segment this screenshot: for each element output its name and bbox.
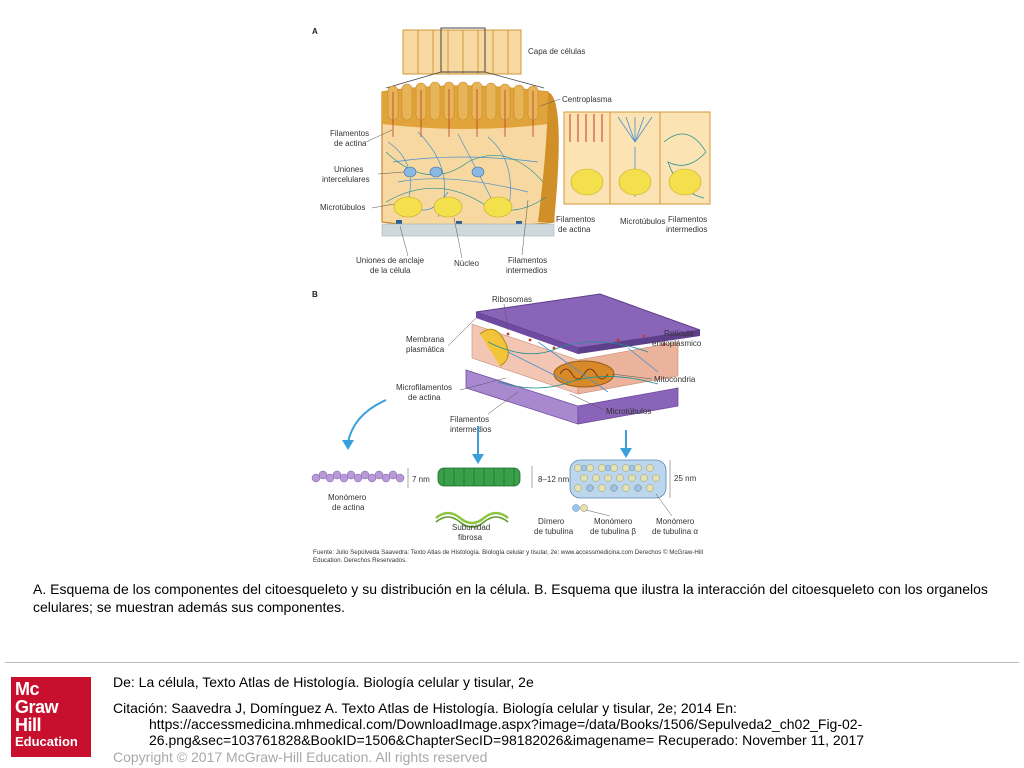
logo-line-graw: Graw: [15, 697, 59, 717]
label-r-filamentos-actina: Filamentos: [556, 215, 595, 224]
reference-citation: Citación: Saavedra J, Domínguez A. Texto…: [113, 700, 737, 716]
label-filamentos-intermedios-b-2: intermedios: [450, 425, 491, 434]
reference-from: De: La célula, Texto Atlas de Histología…: [113, 674, 534, 690]
actin-filament: [311, 470, 405, 483]
label-r-filamentos-intermedios-2: intermedios: [666, 225, 707, 234]
label-microfilamentos-actina-2: de actina: [408, 393, 441, 402]
label-nucleo: Núcleo: [454, 259, 479, 268]
label-reticulo: Retículo: [664, 329, 694, 338]
label-monomero-beta-2: de tubulina β: [590, 527, 636, 536]
logo-line-education: Education: [15, 734, 78, 749]
label-filamentos-intermedios-b: Filamentos: [450, 415, 489, 424]
microtubule: [569, 459, 667, 512]
label-ribosomas: Ribosomas: [492, 295, 532, 304]
label-filamentos-intermedios-a: Filamentos: [508, 256, 547, 265]
reference-url-line-1[interactable]: https://accessmedicina.mhmedical.com/Dow…: [149, 716, 863, 732]
label-r-microtubulos: Microtúbulos: [620, 217, 665, 226]
label-microtubulos-a: Microtúbulos: [320, 203, 365, 212]
label-7nm: 7 nm: [412, 475, 430, 484]
intermediate-filament: [435, 467, 521, 528]
label-uniones-intercelulares-2: intercelulares: [322, 175, 370, 184]
label-capa-celulas: Capa de células: [528, 47, 585, 56]
panel-b-letter: B: [312, 290, 318, 299]
figure-caption: A. Esquema de los componentes del citoes…: [33, 581, 988, 615]
label-filamentos-intermedios-a-2: intermedios: [506, 266, 547, 275]
label-subunidad-fibrosa-2: fibrosa: [458, 533, 483, 542]
label-reticulo-2: endoplásmico: [652, 339, 702, 348]
label-uniones-intercelulares: Uniones: [334, 165, 363, 174]
reference-block: De: La célula, Texto Atlas de Histología…: [113, 674, 1003, 765]
logo-line-hill: Hill: [15, 715, 42, 735]
cytoskeleton-figure: A: [308, 22, 712, 562]
copyright-notice: Copyright © 2017 McGraw-Hill Education. …: [113, 749, 488, 765]
label-8-12nm: 8–12 nm: [538, 475, 569, 484]
cell-layer-strip: [402, 27, 522, 75]
label-dimero-tubulina-2: de tubulina: [534, 527, 574, 536]
organelle-block: [465, 293, 701, 425]
label-monomero-actina: Monómero: [328, 493, 367, 502]
label-membrana-plasmatica: Membrana: [406, 335, 445, 344]
label-25nm: 25 nm: [674, 474, 697, 483]
label-microfilamentos-actina: Microfilamentos: [396, 383, 452, 392]
label-monomero-alpha-2: de tubulina α: [652, 527, 698, 536]
label-r-filamentos-actina-2: de actina: [558, 225, 591, 234]
label-monomero-alpha: Monómero: [656, 517, 695, 526]
cytoskeleton-diagram: A: [311, 27, 711, 542]
label-monomero-beta: Monómero: [594, 517, 633, 526]
column-cells-right: [563, 111, 711, 205]
label-filamentos-actina: Filamentos: [330, 129, 369, 138]
label-dimero-tubulina: Dímero: [538, 517, 565, 526]
label-subunidad-fibrosa: Subunidad: [452, 523, 490, 532]
label-microtubulos-b: Microtúbulos: [606, 407, 651, 416]
label-filamentos-actina-2: de actina: [334, 139, 367, 148]
down-arrows: [347, 399, 627, 456]
panel-a-letter: A: [312, 27, 318, 36]
epithelial-cell-block: [381, 81, 559, 237]
logo-line-mc: Mc: [15, 679, 40, 699]
reference-url-line-2[interactable]: 26.png&sec=103761828&BookID=1506&Chapter…: [149, 732, 865, 748]
label-uniones-anclaje-2: de la célula: [370, 266, 411, 275]
label-uniones-anclaje: Uniones de anclaje: [356, 256, 425, 265]
label-centroplasma: Centroplasma: [562, 95, 612, 104]
label-r-filamentos-intermedios: Filamentos: [668, 215, 707, 224]
label-membrana-plasmatica-2: plasmática: [406, 345, 445, 354]
figure-source-note: Fuente: Julio Sepúlveda Saavedra: Texto …: [313, 549, 703, 564]
divider-line: [5, 662, 1019, 663]
mcgraw-hill-logo: Mc Graw Hill Education: [11, 677, 91, 757]
label-mitocondria: Mitocondria: [654, 375, 696, 384]
label-monomero-actina-2: de actina: [332, 503, 365, 512]
